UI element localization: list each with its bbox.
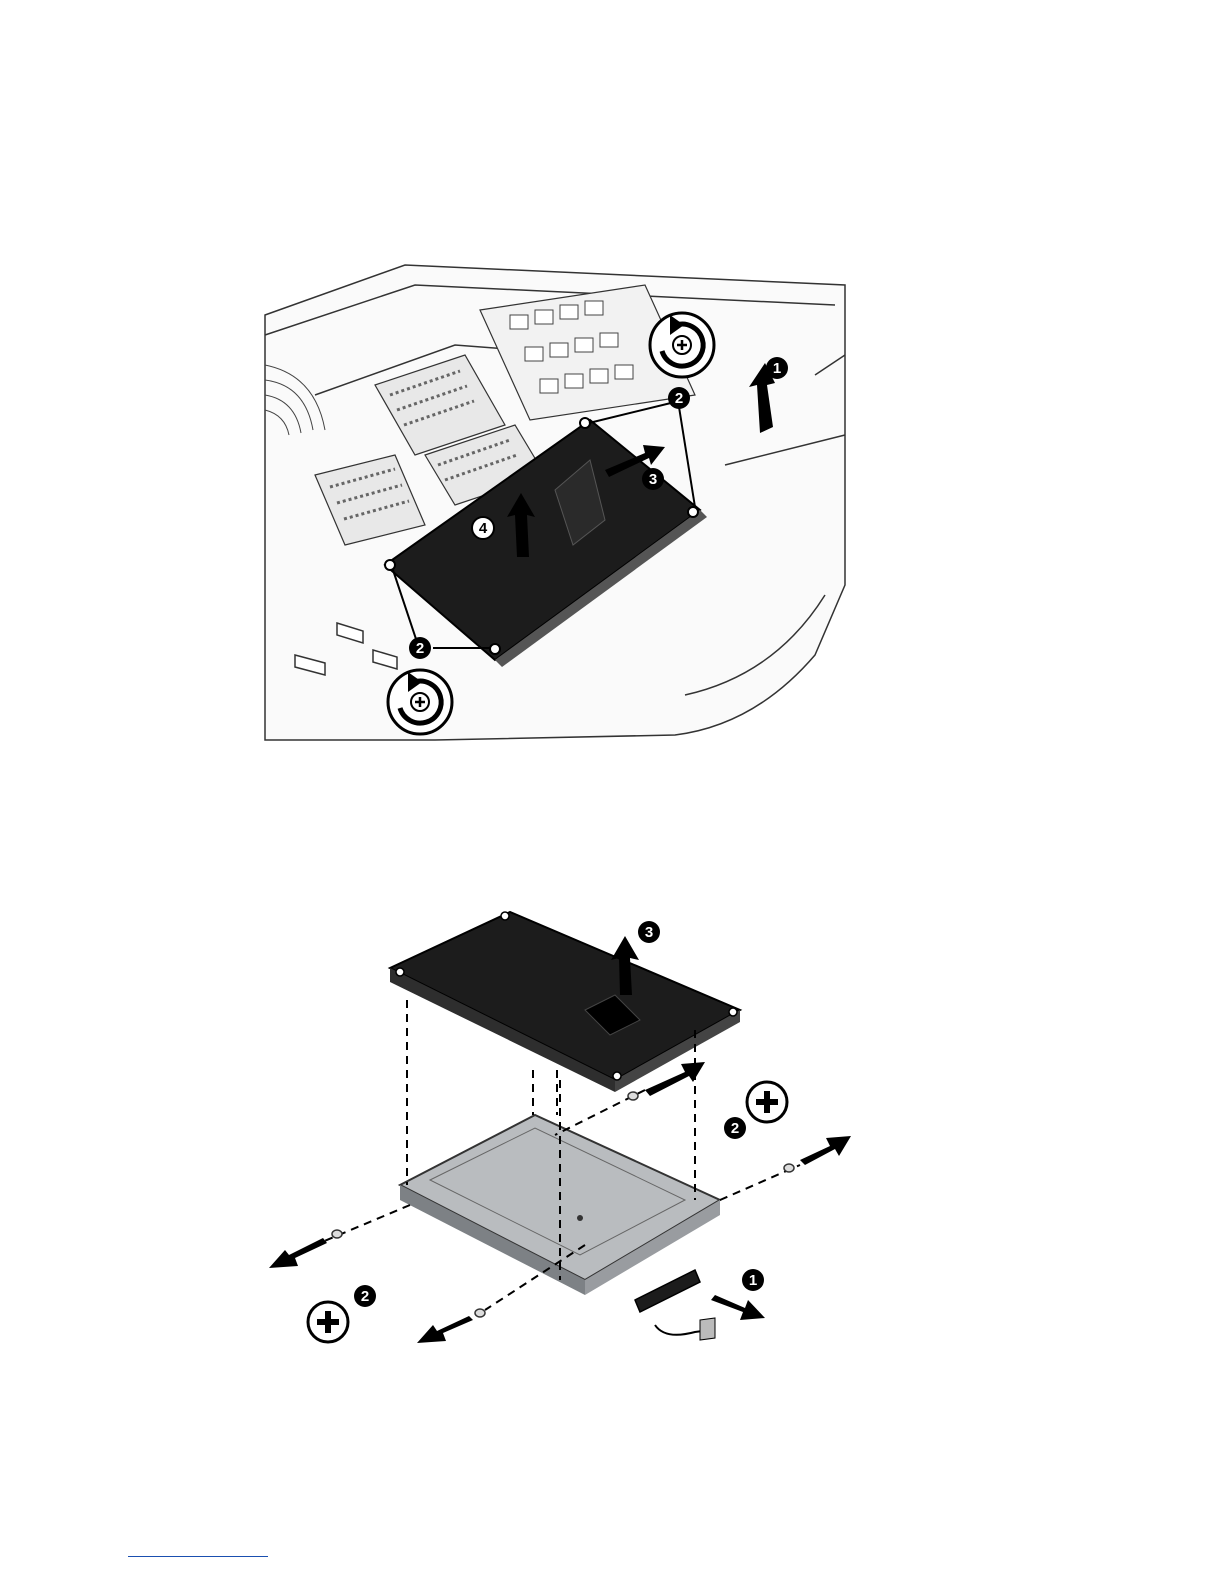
svg-text:4: 4 [479, 520, 488, 537]
hard-drive-removal-illustration: 1 2 2 3 4 [255, 255, 855, 745]
callout-1: 1 [766, 357, 788, 379]
callout-2: 2 [354, 1285, 376, 1307]
callout-3: 3 [642, 468, 664, 490]
svg-text:2: 2 [675, 390, 683, 407]
drive-connector [635, 1270, 715, 1340]
callout-2: 2 [409, 637, 431, 659]
callout-2: 2 [724, 1117, 746, 1139]
svg-text:3: 3 [645, 924, 653, 941]
svg-text:2: 2 [416, 640, 424, 657]
rotate-screw-icon [650, 313, 714, 377]
phillips-screw-icon [747, 1082, 787, 1122]
phillips-screw-icon [308, 1302, 348, 1342]
svg-text:3: 3 [649, 471, 657, 488]
rotate-screw-icon [388, 670, 452, 734]
svg-text:1: 1 [773, 360, 781, 377]
svg-text:1: 1 [749, 1272, 757, 1289]
callout-3: 3 [638, 921, 660, 943]
footer-link-underline[interactable] [128, 1556, 268, 1557]
callout-4: 4 [472, 517, 494, 539]
hard-drive-bracket-illustration: 1 2 2 3 [255, 900, 865, 1370]
svg-text:2: 2 [731, 1120, 739, 1137]
callout-2: 2 [668, 387, 690, 409]
callout-1: 1 [742, 1269, 764, 1291]
svg-text:2: 2 [361, 1288, 369, 1305]
